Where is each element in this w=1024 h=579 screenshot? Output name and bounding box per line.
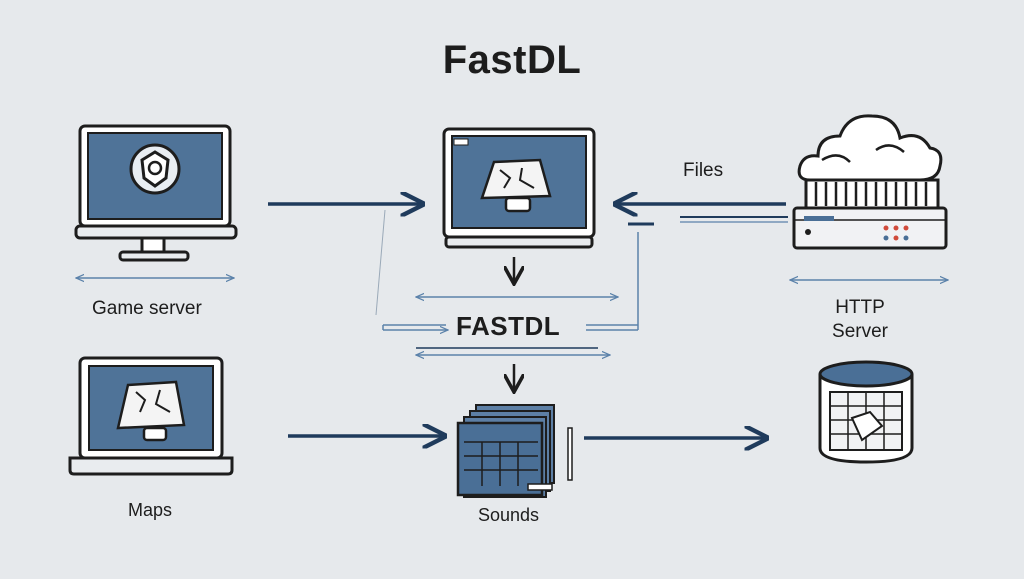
game-server-monitor-icon xyxy=(74,124,238,262)
center-monitor-icon xyxy=(442,127,596,249)
maps-laptop-icon xyxy=(68,356,234,476)
http-server-label: HTTP Server xyxy=(800,296,920,344)
maps-label: Maps xyxy=(128,500,173,520)
stacked-files-icon xyxy=(456,404,573,498)
cloud-icon xyxy=(797,114,943,182)
map-icon xyxy=(116,380,186,442)
game-server-label: Game server xyxy=(92,298,202,319)
database-icon xyxy=(818,360,914,464)
server-rack-icon xyxy=(792,178,948,250)
shield-logo-icon xyxy=(129,143,181,195)
diagram-title: FastDL xyxy=(442,38,582,82)
map-icon xyxy=(480,158,552,213)
files-label: Files xyxy=(683,160,724,181)
http-label-line1: HTTP xyxy=(835,297,885,318)
sounds-label: Sounds xyxy=(478,505,540,525)
http-label-line2: Server xyxy=(832,321,888,342)
fastdl-center-label: FASTDL xyxy=(456,311,561,341)
